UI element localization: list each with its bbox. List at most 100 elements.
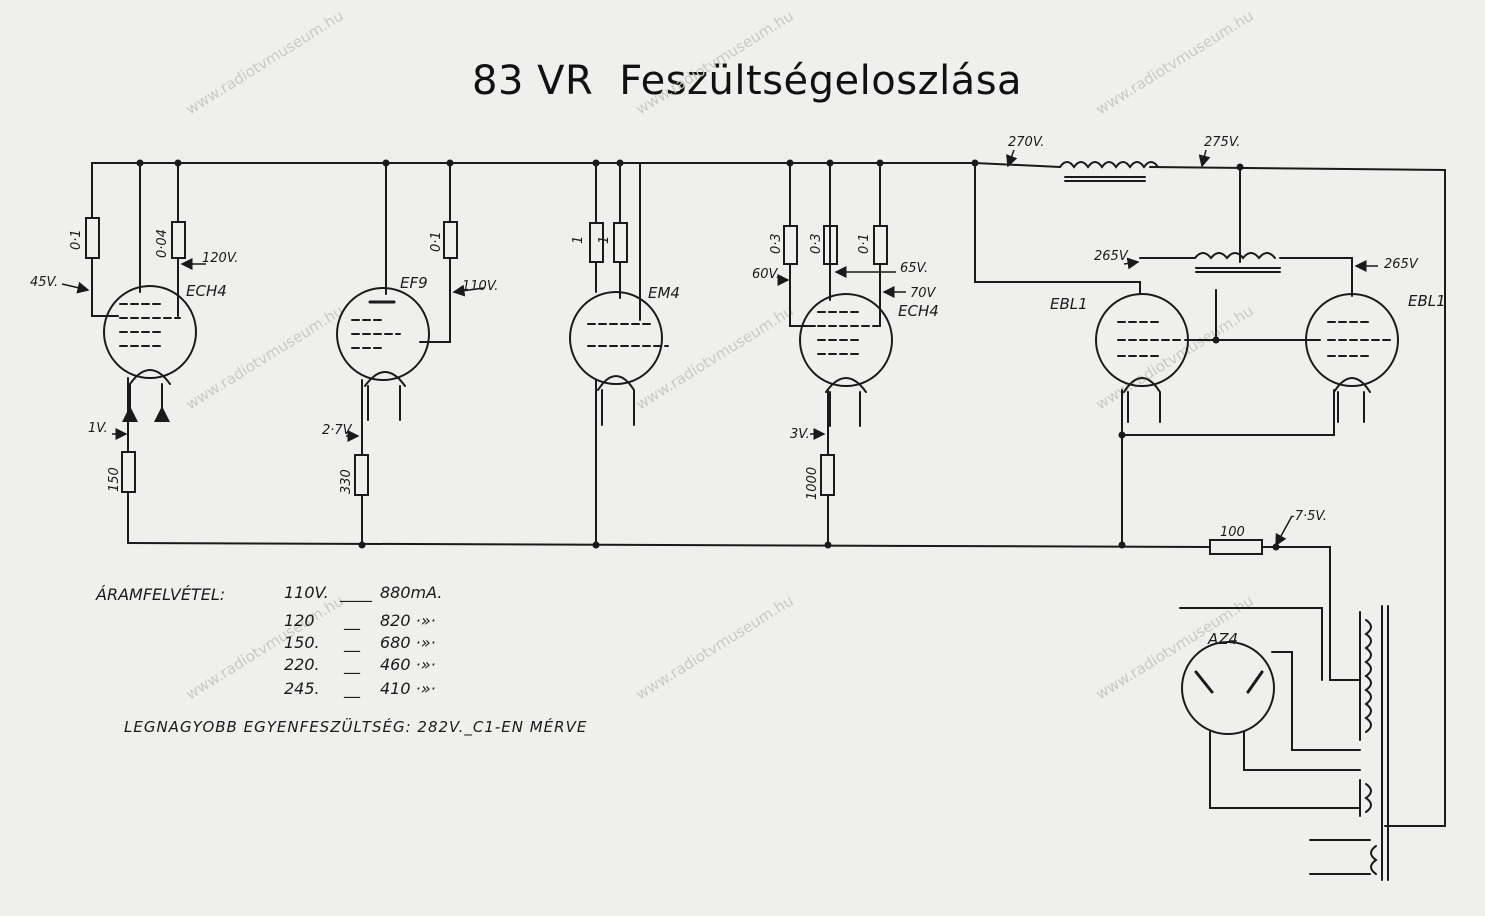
label-em4: EM4 bbox=[648, 284, 680, 302]
primary-winding bbox=[1370, 845, 1378, 875]
transformer-core bbox=[1381, 605, 1389, 881]
current-row: 120 __ 820 ·»· bbox=[284, 611, 436, 631]
watermark-2: www.radiotvmuseum.hu bbox=[633, 7, 797, 119]
label-r01a: 0·1 bbox=[69, 229, 84, 250]
current-row-current: 820 ·»· bbox=[380, 611, 436, 630]
label-r01b: 0·1 bbox=[429, 231, 444, 252]
heater-wires bbox=[1209, 731, 1361, 809]
current-row-voltage: 220. bbox=[284, 655, 320, 674]
label-r01c: 0·1 bbox=[857, 233, 872, 254]
watermark-8: www.radiotvmuseum.hu bbox=[633, 592, 797, 704]
resistor-01b bbox=[443, 221, 458, 259]
label-ech4-1: ECH4 bbox=[186, 282, 227, 300]
tube-ech4-1 bbox=[103, 285, 197, 379]
current-row-current: 460 ·»· bbox=[380, 655, 436, 674]
current-row: 245. __ 410 ·»· bbox=[284, 679, 436, 699]
current-row-dash: __ bbox=[343, 633, 361, 653]
resistor-004 bbox=[171, 221, 186, 259]
label-r1000: 1000 bbox=[805, 467, 820, 500]
label-ebl1-right: EBL1 bbox=[1408, 292, 1446, 310]
current-row-dash: __ bbox=[343, 611, 361, 631]
voltage-120v: 120V. bbox=[202, 251, 238, 266]
label-r004: 0·04 bbox=[155, 229, 170, 258]
resistor-150 bbox=[121, 451, 136, 493]
current-row-current: 410 ·»· bbox=[380, 679, 436, 698]
watermark-4: www.radiotvmuseum.hu bbox=[183, 302, 347, 414]
heater-winding bbox=[1364, 783, 1372, 813]
voltage-270v: 270V. bbox=[1008, 135, 1044, 150]
current-table-label: ÁRAMFELVÉTEL: bbox=[95, 585, 225, 604]
tube-ef9 bbox=[336, 287, 430, 381]
top-rail bbox=[91, 162, 1061, 168]
label-r1a: 1 bbox=[571, 236, 586, 244]
voltage-110v: 110V. bbox=[462, 279, 498, 294]
right-rail bbox=[1149, 166, 1446, 827]
watermark-3: www.radiotvmuseum.hu bbox=[1093, 7, 1257, 119]
ot-primary bbox=[1139, 257, 1353, 297]
voltage-275v: 275V. bbox=[1204, 135, 1240, 150]
probe-arrows bbox=[61, 149, 1378, 547]
current-row: 220. __ 460 ·»· bbox=[284, 655, 436, 675]
label-az4: AZ4 bbox=[1207, 630, 1238, 648]
resistor-01a bbox=[85, 217, 100, 259]
label-ech4-2: ECH4 bbox=[898, 302, 939, 320]
resistor-100 bbox=[1209, 539, 1263, 555]
current-row-current: 680 ·»· bbox=[380, 633, 436, 652]
rectifier-wires bbox=[1179, 607, 1361, 751]
watermark-6: www.radiotvmuseum.hu bbox=[1093, 302, 1257, 414]
label-r330: 330 bbox=[339, 469, 354, 494]
voltage-70v: 70V bbox=[910, 286, 937, 301]
watermark-1: www.radiotvmuseum.hu bbox=[183, 7, 347, 119]
resistor-01c bbox=[873, 225, 888, 265]
label-r1b: 1 bbox=[597, 236, 612, 244]
voltage-60v: 60V. bbox=[752, 267, 780, 282]
label-r100: 100 bbox=[1220, 525, 1245, 540]
junctions bbox=[136, 159, 1280, 551]
ech4-1-heater bbox=[129, 369, 171, 413]
ef9-wires bbox=[385, 162, 451, 343]
current-row-dash: ____ bbox=[339, 583, 373, 603]
resistor-03b bbox=[823, 225, 838, 265]
current-row-voltage: 245. bbox=[284, 679, 320, 698]
resistor-1000 bbox=[820, 454, 835, 496]
ebl1-link bbox=[1184, 289, 1321, 341]
resistor-03a bbox=[783, 225, 798, 265]
watermark-7: www.radiotvmuseum.hu bbox=[183, 592, 347, 704]
current-row: 110V. ____ 880mA. bbox=[284, 583, 442, 603]
current-table: ÁRAMFELVÉTEL: 110V. ____ 880mA. 120 __ 8… bbox=[95, 583, 442, 699]
label-r150: 150 bbox=[107, 467, 122, 492]
label-r03b: 0·3 bbox=[809, 233, 824, 254]
voltage-65v: 65V. bbox=[900, 261, 928, 276]
ech4-1-wire-b bbox=[139, 162, 179, 317]
current-row-current: 880mA. bbox=[380, 583, 442, 602]
em4-wires bbox=[595, 162, 641, 321]
voltage-3v: 3V. bbox=[790, 427, 810, 442]
current-row-voltage: 120 bbox=[284, 611, 315, 630]
current-row-dash: __ bbox=[343, 655, 361, 675]
resistor-330 bbox=[354, 454, 369, 496]
label-ef9: EF9 bbox=[400, 274, 428, 292]
title-heading: Feszültségeloszlása bbox=[619, 58, 1023, 104]
tube-az4 bbox=[1181, 641, 1275, 735]
max-dc-voltage-note: LEGNAGYOBB EGYENFESZÜLTSÉG: 282V._C1-EN … bbox=[124, 717, 587, 737]
label-r03a: 0·3 bbox=[769, 233, 784, 254]
output-transformer bbox=[1194, 252, 1276, 260]
mains-leads bbox=[1309, 839, 1371, 875]
tube-em4 bbox=[569, 291, 663, 385]
current-row-voltage: 150. bbox=[284, 633, 320, 652]
resistor-1b bbox=[613, 222, 628, 263]
voltage-265v-right: 265V bbox=[1384, 257, 1419, 272]
voltage-45v: 45V. bbox=[30, 275, 58, 290]
current-row: 150. __ 680 ·»· bbox=[284, 633, 436, 653]
bottom-rail bbox=[127, 542, 1361, 681]
resistor-1a bbox=[589, 222, 604, 263]
filter-choke bbox=[1059, 161, 1159, 169]
ech4-1-wire-a bbox=[91, 162, 119, 317]
hv-winding bbox=[1364, 619, 1372, 733]
label-ebl1-left: EBL1 bbox=[1050, 295, 1088, 313]
current-row-dash: __ bbox=[343, 679, 361, 699]
ebl1-cathodes bbox=[1121, 389, 1335, 546]
